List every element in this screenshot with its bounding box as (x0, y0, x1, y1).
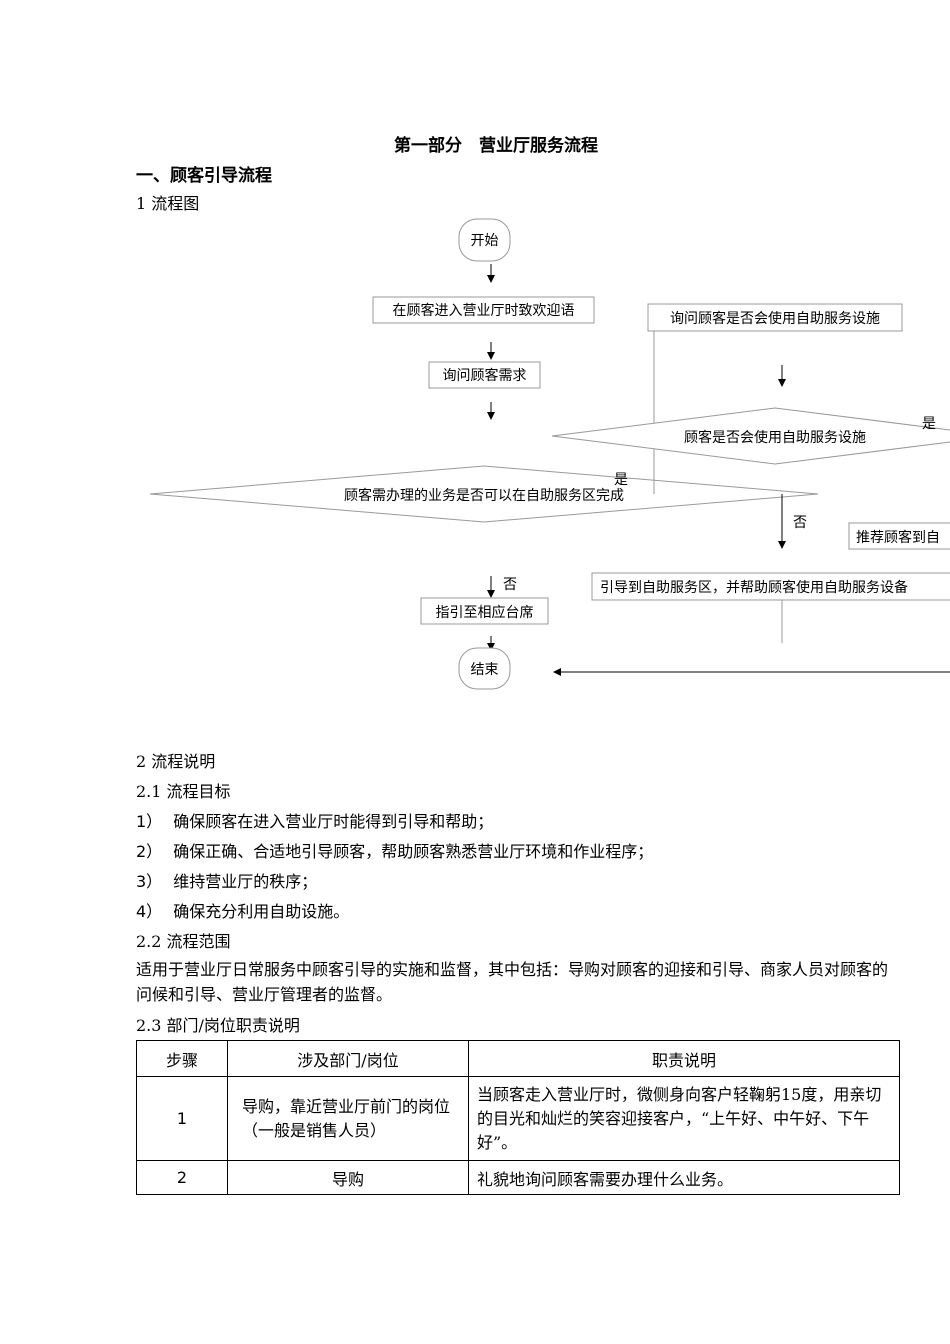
header-dept: 涉及部门/岗位 (227, 1040, 469, 1077)
goal-item: 4） 确保充分利用自助设施。 (136, 898, 349, 922)
counter-label: 指引至相应台席 (436, 604, 534, 621)
cell-dept: 导购，靠近营业厅前门的岗位（一般是销售人员） (227, 1076, 469, 1161)
welcome-label: 在顾客进入营业厅时致欢迎语 (393, 302, 575, 319)
arrow-yes-to-ask-can-use (653, 315, 692, 494)
section-2-heading: 2 流程说明 (136, 752, 216, 771)
no-label-2: 否 (793, 515, 807, 531)
recommend-node: 推荐顾客到自 (848, 522, 950, 550)
scope-text: 适用于营业厅日常服务中顾客引导的实施和监督，其中包括：导购对顾客的迎接和引导、商… (136, 960, 889, 1004)
goal-item: 1） 确保顾客在进入营业厅时能得到引导和帮助； (136, 808, 493, 832)
flowchart-heading: 1 流程图 (136, 194, 200, 213)
counter-node: 指引至相应台席 (420, 597, 549, 625)
goal-text: 确保充分利用自助设施。 (173, 902, 350, 921)
start-node: 开始 (458, 218, 511, 262)
end-node: 结束 (458, 647, 511, 690)
goal-number: 2） (136, 842, 163, 861)
guide-help-label: 引导到自助服务区，并帮助顾客使用自助服务设备 (600, 579, 908, 596)
section-heading-guidance: 一、顾客引导流程 (136, 166, 272, 186)
start-label: 开始 (471, 233, 499, 249)
cell-step: 1 (136, 1076, 228, 1161)
table-header-row: 步骤 涉及部门/岗位 职责说明 (136, 1040, 900, 1077)
scope-heading: 2.2 流程范围 (136, 932, 231, 951)
decision-can-use: 顾客是否会使用自助服务设施 (551, 407, 950, 465)
guidance-flowchart: 开始 在顾客进入营业厅时致欢迎语 询问顾客需求 顾客需办理的业务是否可以在自助服… (149, 218, 950, 690)
ask-can-use-label: 询问顾客是否会使用自助服务设施 (670, 310, 880, 327)
page-title: 第一部分 营业厅服务流程 (394, 136, 598, 156)
decision-self-service-area: 顾客需办理的业务是否可以在自助服务区完成 (149, 465, 819, 523)
ask-needs-label: 询问顾客需求 (443, 367, 527, 384)
ask-can-use-node: 询问顾客是否会使用自助服务设施 (647, 303, 903, 332)
goal-number: 1） (136, 812, 163, 831)
cell-dept: 导购 (227, 1160, 469, 1195)
cell-desc: 礼貌地询问顾客需要办理什么业务。 (468, 1160, 900, 1195)
goal-item: 3） 维持营业厅的秩序； (136, 868, 317, 892)
welcome-node: 在顾客进入营业厅时致欢迎语 (372, 296, 595, 324)
header-desc: 职责说明 (468, 1040, 900, 1077)
header-step: 步骤 (136, 1040, 228, 1077)
decision-can-use-label: 顾客是否会使用自助服务设施 (684, 429, 866, 446)
ask-needs-node: 询问顾客需求 (428, 361, 541, 389)
table-row: 1 导购，靠近营业厅前门的岗位（一般是销售人员） 当顾客走入营业厅时，微侧身向客… (136, 1076, 900, 1161)
decision-self-service-label: 顾客需办理的业务是否可以在自助服务区完成 (344, 487, 624, 504)
goal-number: 4） (136, 902, 163, 921)
goal-number: 3） (136, 872, 163, 891)
goal-text: 维持营业厅的秩序； (173, 872, 318, 891)
duties-table: 步骤 涉及部门/岗位 职责说明 1 导购，靠近营业厅前门的岗位（一般是销售人员）… (136, 1040, 900, 1195)
goal-text: 确保顾客在进入营业厅时能得到引导和帮助； (173, 812, 494, 831)
yes-label-1: 是 (614, 472, 628, 488)
cell-desc: 当顾客走入营业厅时，微侧身向客户轻鞠躬15度，用亲切的目光和灿烂的笑容迎接客户，… (468, 1076, 900, 1161)
yes-label-2: 是 (922, 416, 936, 432)
goal-text: 确保正确、合适地引导顾客，帮助顾客熟悉营业厅环境和作业程序； (173, 842, 654, 861)
recommend-label: 推荐顾客到自 (856, 529, 940, 546)
guide-help-node: 引导到自助服务区，并帮助顾客使用自助服务设备 (591, 572, 950, 601)
cell-step: 2 (136, 1160, 228, 1195)
goals-heading: 2.1 流程目标 (136, 782, 231, 801)
end-label: 结束 (471, 662, 499, 678)
no-label-1: 否 (503, 577, 517, 593)
goal-item: 2） 确保正确、合适地引导顾客，帮助顾客熟悉营业厅环境和作业程序； (136, 838, 653, 862)
table-row: 2 导购 礼貌地询问顾客需要办理什么业务。 (136, 1160, 900, 1195)
duties-heading: 2.3 部门/岗位职责说明 (136, 1016, 300, 1035)
